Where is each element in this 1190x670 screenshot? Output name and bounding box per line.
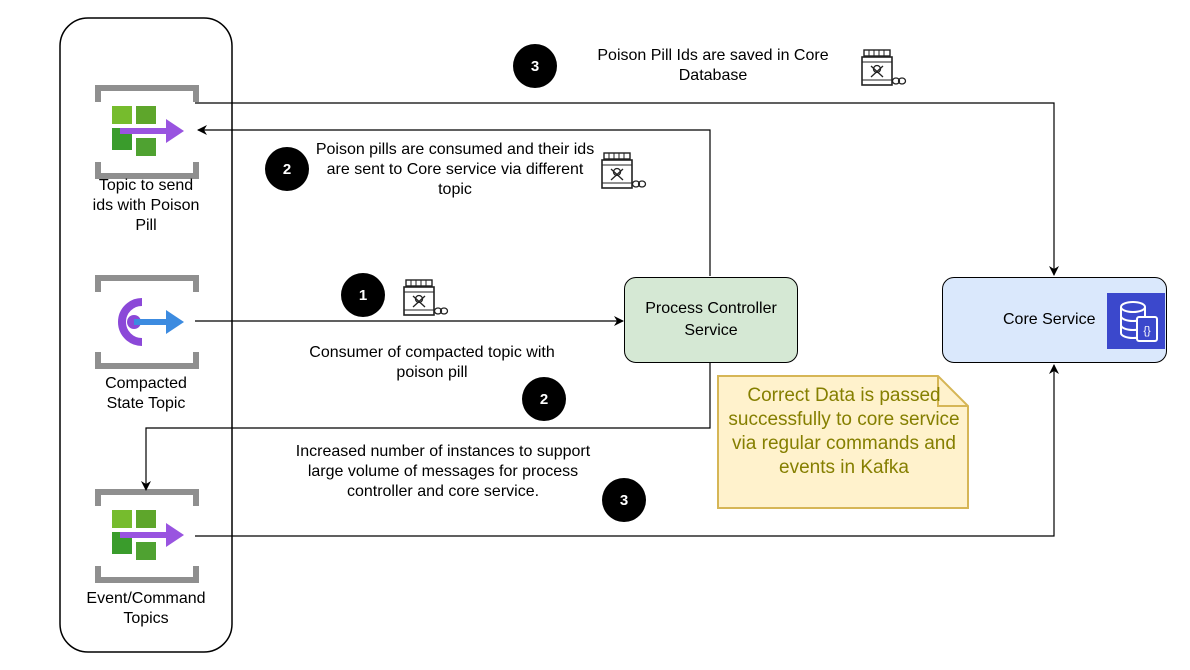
compacted-topic-icon <box>98 278 196 366</box>
poison-pill-bottle-icon <box>601 152 647 189</box>
poison-pill-bottle-icon <box>403 279 449 316</box>
process-controller-service[interactable]: Process Controller Service <box>624 277 798 363</box>
step-badge-2-bottom: 2 <box>522 377 566 421</box>
event-grid-topic-icon <box>98 492 196 580</box>
connector-process-to-event-topic <box>141 363 711 491</box>
connector-process-to-poison-topic <box>197 125 711 276</box>
step-2-bottom-text: Increased number of instances to support… <box>295 443 591 500</box>
topics-container <box>59 17 233 653</box>
step-badge-3-bottom: 3 <box>602 478 646 522</box>
database-service-icon: {} <box>1107 293 1165 349</box>
core-service-label: Core Service <box>1003 311 1096 328</box>
svg-text:{}: {} <box>1143 325 1151 337</box>
event-grid-topic-icon <box>98 88 196 176</box>
note-shape <box>717 375 969 509</box>
compacted-topic-label: Compacted State Topic <box>105 375 187 412</box>
core-service[interactable]: Core Service {} <box>942 277 1167 363</box>
step-badge-3-top: 3 <box>513 44 557 88</box>
process-controller-label: Process Controller Service <box>645 300 777 339</box>
step-badge-2-top: 2 <box>265 147 309 191</box>
step-badge-1: 1 <box>341 273 385 317</box>
event-topic-label: Event/Command Topics <box>86 590 206 627</box>
note-text: Correct Data is passed successfully to c… <box>728 385 960 478</box>
connector-event-topic-to-core <box>195 364 1059 537</box>
step-1-text: Consumer of compacted topic with poison … <box>309 344 555 381</box>
poison-topic-label: Topic to send ids with Poison Pill <box>92 177 200 234</box>
poison-pill-bottle-icon <box>861 49 907 86</box>
step-3-top-text: Poison Pill Ids are saved in Core Databa… <box>597 47 829 84</box>
step-2-top-text: Poison pills are consumed and their ids … <box>315 141 595 198</box>
connector-poison-topic-to-core <box>195 102 1059 276</box>
